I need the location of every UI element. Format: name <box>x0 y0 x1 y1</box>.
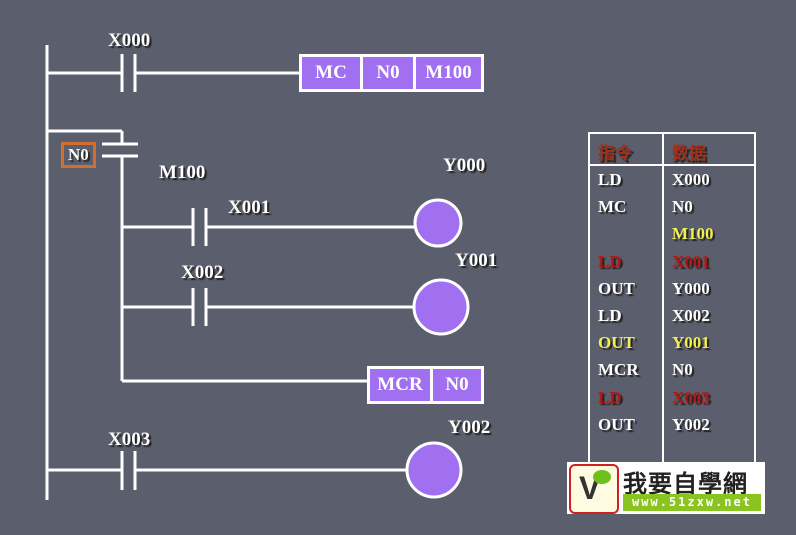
coil-y002 <box>405 441 463 499</box>
data-cell: N0 <box>672 360 693 380</box>
label-m100: M100 <box>159 162 206 183</box>
data-cell: Y002 <box>672 414 710 434</box>
instruction-cell: MC <box>598 197 627 217</box>
data-cell: X003 <box>672 387 710 407</box>
label-y000: Y000 <box>443 155 486 176</box>
instruction-cell: LD <box>598 170 622 189</box>
mcr-instruction-box: MCR N0 <box>367 366 484 404</box>
label-y002: Y002 <box>448 417 491 438</box>
logo-icon: V <box>569 464 619 514</box>
label-y001: Y001 <box>455 250 498 271</box>
mc-nest: N0 <box>363 57 416 89</box>
mcr-nest: N0 <box>445 374 469 395</box>
mc-instruction-box: MC N0 M100 <box>299 54 484 92</box>
data-cell: N0 <box>672 197 693 217</box>
instruction-cell: OUT <box>598 278 635 298</box>
coil-y001 <box>412 278 470 336</box>
label-x003: X003 <box>108 429 151 450</box>
data-cell: Y000 <box>672 278 710 298</box>
coil-y000 <box>413 198 463 248</box>
instruction-cell: OUT <box>598 414 635 434</box>
label-x000: X000 <box>108 30 151 51</box>
header-instruction: 指令 <box>598 144 632 163</box>
mcr-op: MCR <box>370 369 433 401</box>
logo: V 我要自學網 www.51zxw.net <box>567 462 765 514</box>
header-data: 数据 <box>672 144 706 163</box>
nest-level-label: N0 <box>61 142 96 168</box>
instruction-cell: OUT <box>598 333 635 353</box>
instruction-cell: MCR <box>598 360 639 380</box>
mc-op: MC <box>302 57 363 89</box>
label-x001: X001 <box>228 197 271 218</box>
label-x002: X002 <box>181 262 224 283</box>
instruction-cell: LD <box>598 387 622 407</box>
instruction-cell: LD <box>598 306 622 325</box>
data-cell: X001 <box>672 251 710 271</box>
data-cell: X000 <box>672 170 710 189</box>
data-cell: M100 <box>672 224 714 244</box>
logo-title: 我要自學網 <box>623 470 748 498</box>
mc-device: M100 <box>425 62 472 83</box>
logo-url: www.51zxw.net <box>623 494 761 511</box>
data-cell: Y001 <box>672 333 710 353</box>
data-cell: X002 <box>672 306 710 325</box>
instruction-cell: LD <box>598 251 622 271</box>
